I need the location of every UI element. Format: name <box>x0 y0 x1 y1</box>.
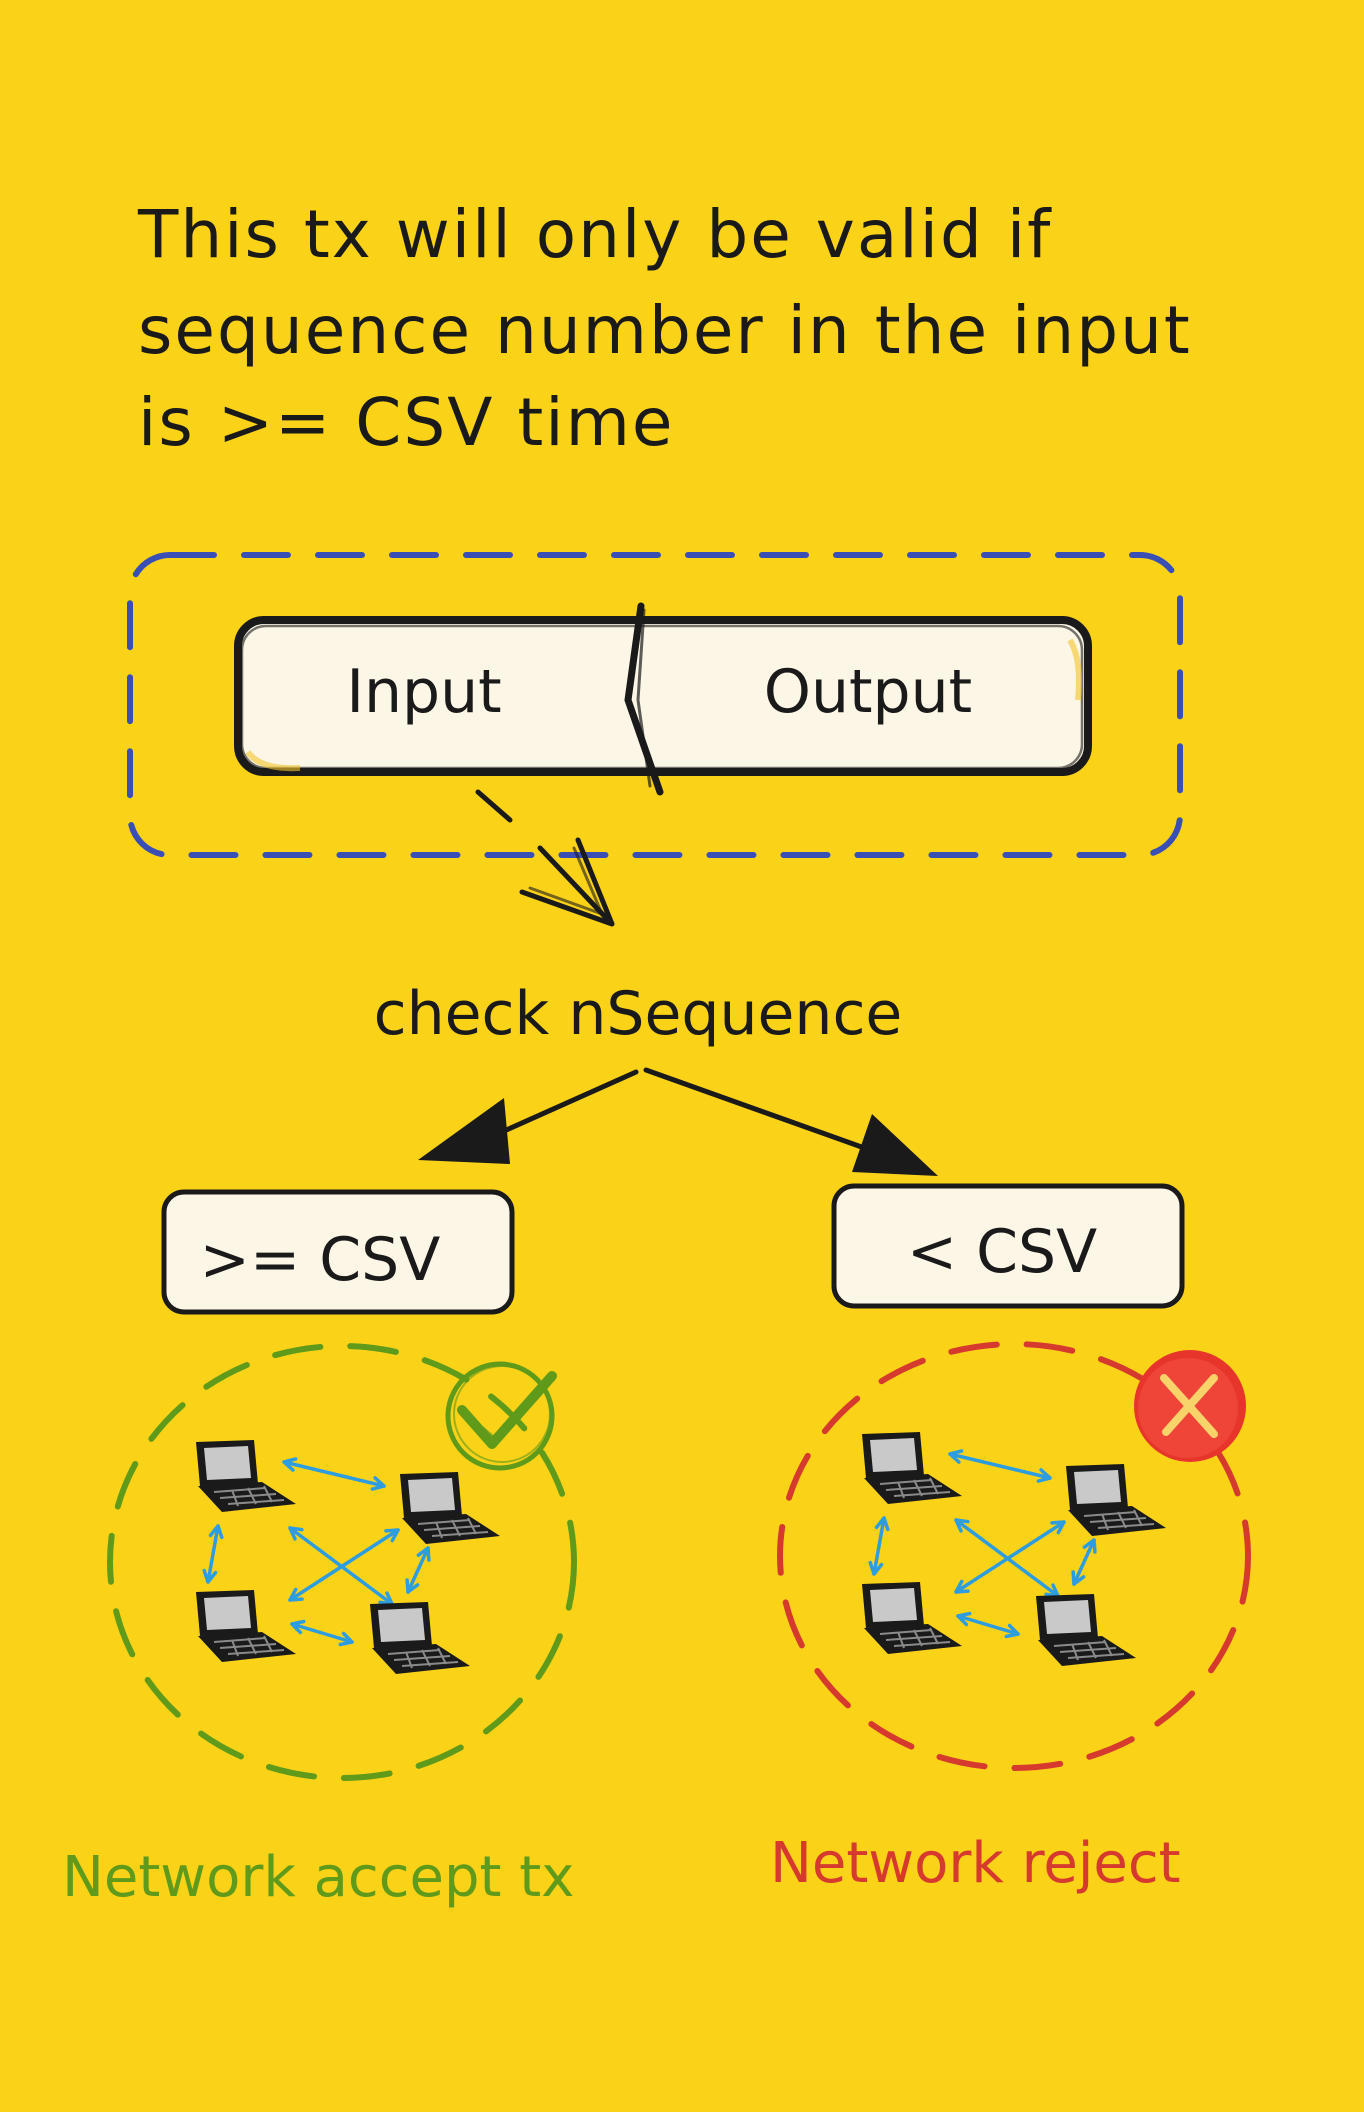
reject-network-outline <box>777 1341 1251 1771</box>
branch-arrow-right <box>643 1067 938 1176</box>
accept-peer-links <box>202 1457 431 1647</box>
branch-box-right: < CSV <box>831 1183 1185 1309</box>
laptop-icon <box>1066 1464 1166 1536</box>
peer-link-arrow <box>405 1546 431 1594</box>
peer-link-arrow <box>948 1449 1052 1483</box>
heading-line-3: is >= CSV time <box>138 384 675 461</box>
heading-line-2: sequence number in the input <box>138 292 1192 369</box>
laptop-icon <box>196 1440 296 1512</box>
laptop-icon <box>1036 1594 1136 1666</box>
laptop-icon <box>400 1472 500 1544</box>
peer-link-arrow <box>290 1619 354 1647</box>
tx-box: Input Output <box>234 602 1092 796</box>
peer-link-arrow <box>956 1611 1020 1639</box>
decision-label: check nSequence <box>374 979 903 1049</box>
branch-arrow-left <box>418 1069 639 1164</box>
accept-network <box>107 1343 577 1781</box>
accept-network-outline <box>107 1343 577 1781</box>
peer-link-arrow <box>282 1457 386 1491</box>
reject-nodes <box>862 1432 1166 1666</box>
laptop-icon <box>370 1602 470 1674</box>
branch-box-left: >= CSV <box>161 1189 515 1315</box>
peer-link-arrow <box>202 1524 224 1584</box>
tx-input-label: Input <box>346 657 501 727</box>
tx-group-outline <box>127 552 1183 858</box>
input-to-check-arrow <box>475 789 615 927</box>
x-icon <box>1134 1350 1246 1462</box>
reject-label: Network reject <box>770 1831 1181 1896</box>
reject-network <box>777 1341 1251 1771</box>
laptop-icon <box>862 1582 962 1654</box>
peer-link-arrow <box>288 1528 400 1602</box>
peer-link-arrow <box>868 1516 890 1576</box>
branch-label-right: < CSV <box>907 1217 1097 1287</box>
tx-output-label: Output <box>764 657 972 727</box>
reject-peer-links <box>868 1449 1097 1639</box>
accept-label: Network accept tx <box>62 1845 574 1910</box>
peer-link-arrow <box>954 1520 1066 1594</box>
branch-label-left: >= CSV <box>200 1225 441 1295</box>
peer-link-arrow <box>1071 1538 1097 1586</box>
laptop-icon <box>196 1590 296 1662</box>
tx-divider <box>624 602 664 796</box>
accept-nodes <box>196 1440 500 1674</box>
laptop-icon <box>862 1432 962 1504</box>
heading-line-1: This tx will only be valid if <box>138 196 1053 273</box>
check-icon <box>445 1361 557 1471</box>
